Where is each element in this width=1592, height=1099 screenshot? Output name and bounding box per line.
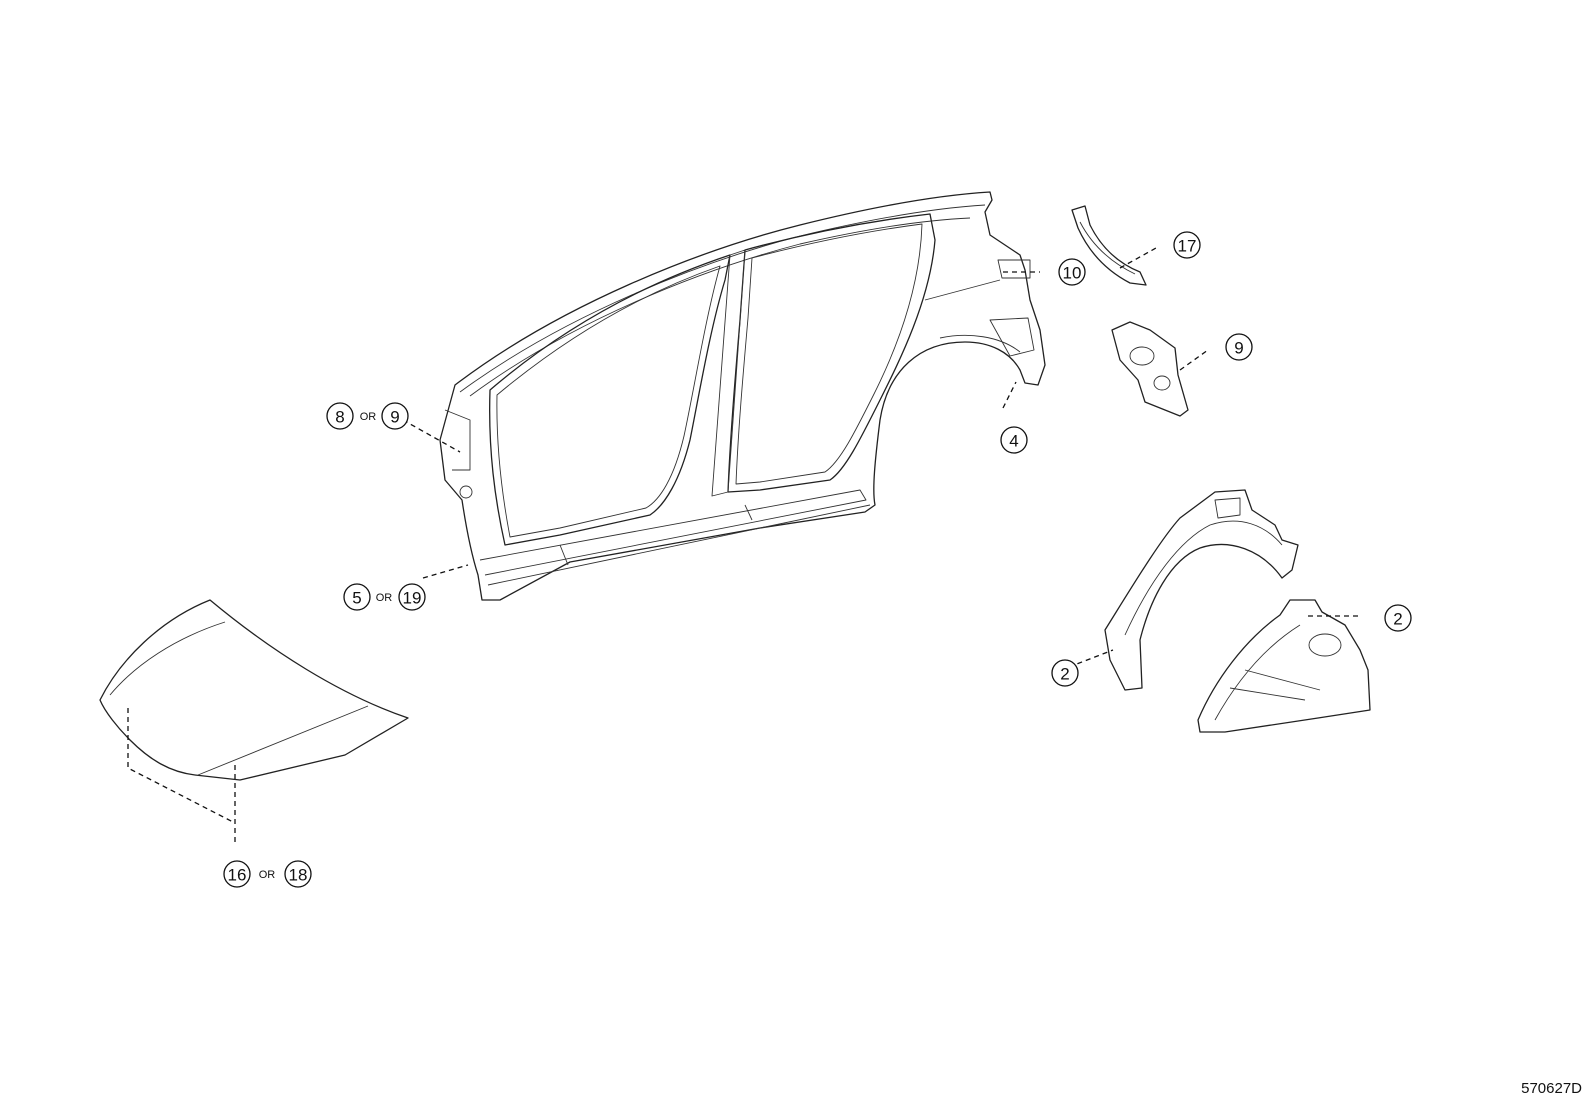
callout-or-label: OR <box>376 592 393 604</box>
callout-4: 4 <box>1000 426 1028 454</box>
svg-text:4: 4 <box>1009 432 1018 451</box>
callout-18: 18 <box>289 866 308 885</box>
svg-text:17: 17 <box>1178 237 1197 256</box>
callout-2-right: 2 <box>1384 604 1412 632</box>
callout-or-label: OR <box>360 411 377 423</box>
leader-lines <box>127 247 1358 845</box>
extension-panel-9 <box>1111 321 1189 417</box>
wheel-house-outer <box>1104 489 1299 691</box>
callout-2-left: 2 <box>1051 659 1079 687</box>
callout-16-or-18: 16 OR 18 <box>223 860 312 888</box>
callout-17: 17 <box>1173 231 1201 259</box>
callout-5-or-19: 5 OR 19 <box>343 583 426 611</box>
callout-or-label: OR <box>259 869 276 881</box>
figure-code: 570627D <box>1521 1080 1582 1097</box>
svg-text:2: 2 <box>1060 665 1069 684</box>
body-side-panel <box>439 191 1046 601</box>
callout-8-or-9: 8 OR 9 <box>326 402 409 430</box>
callout-9: 9 <box>390 408 399 427</box>
svg-text:9: 9 <box>1234 339 1243 358</box>
callout-10: 10 <box>1058 258 1086 286</box>
svg-text:2: 2 <box>1393 610 1402 629</box>
quarter-reinforcement-17 <box>1071 205 1147 286</box>
callout-9-right: 9 <box>1225 333 1253 361</box>
callout-16: 16 <box>228 866 247 885</box>
callout-8: 8 <box>335 408 344 427</box>
wheel-house-inner <box>1197 599 1371 733</box>
hood-panel <box>99 599 409 781</box>
callout-5: 5 <box>352 589 361 608</box>
svg-text:10: 10 <box>1063 264 1082 283</box>
callout-19: 19 <box>403 589 422 608</box>
